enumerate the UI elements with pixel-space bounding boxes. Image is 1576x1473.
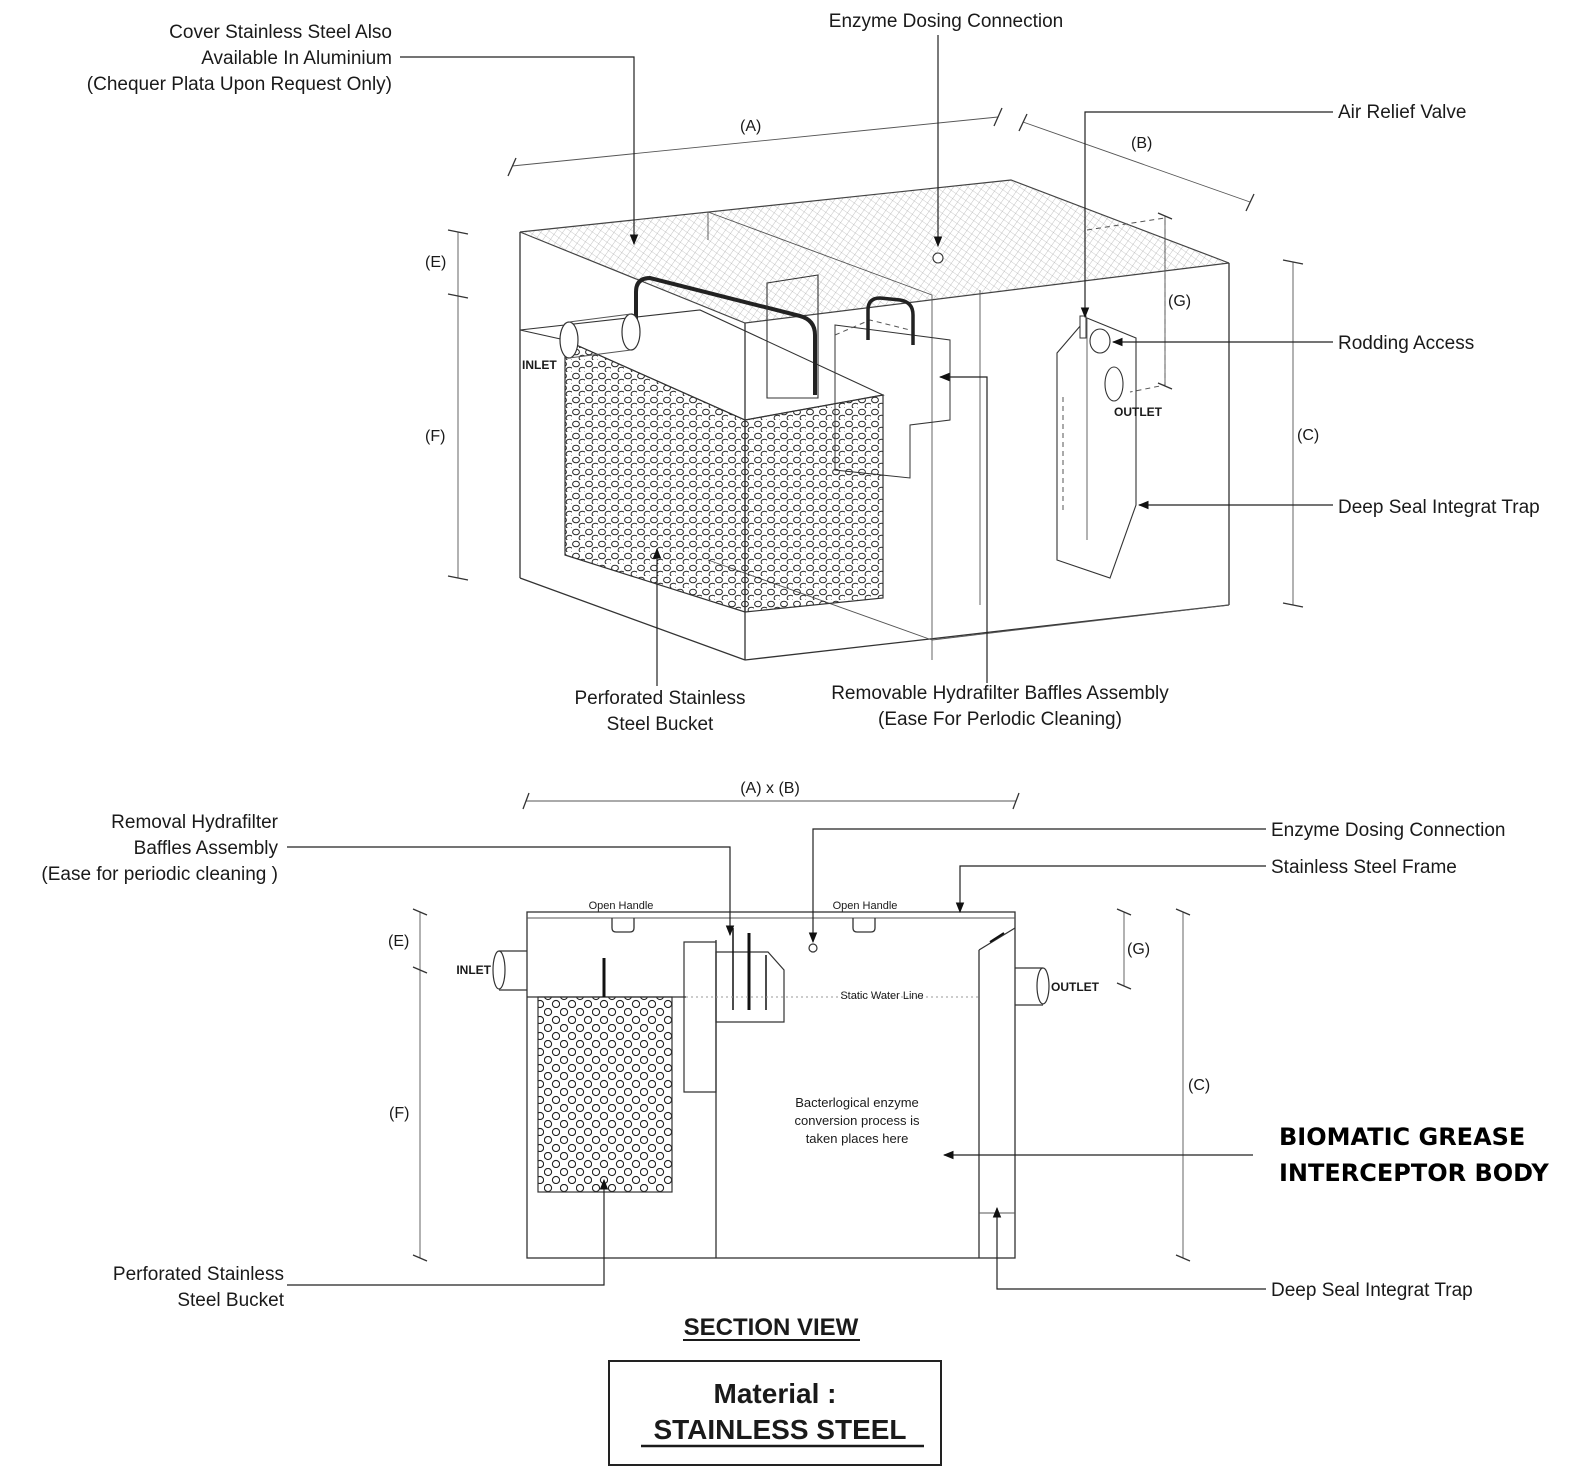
- iso-dim-a: (A): [740, 118, 761, 135]
- open-handle-2-label: Open Handle: [833, 900, 898, 912]
- cover-note-line-3: (Chequer Plata Upon Request Only): [87, 74, 392, 95]
- section-leaders: [287, 828, 1266, 1290]
- bucket-handle: [634, 275, 817, 395]
- section-bucket: [537, 996, 673, 1193]
- open-handle-1-label: Open Handle: [589, 900, 654, 912]
- section-outlet-pipe: [1015, 967, 1050, 1006]
- cover-note-line-1: Cover Stainless Steel Also: [169, 22, 392, 43]
- iso-baffles-label-2: (Ease For Perlodic Cleaning): [878, 709, 1122, 730]
- iso-bucket-label-1: Perforated Stainless: [574, 688, 745, 709]
- material-heading: Material :: [714, 1378, 837, 1409]
- section-baffle: [683, 928, 785, 1093]
- iso-inlet-label: INLET: [522, 358, 557, 372]
- iso-dimensions: [447, 107, 1304, 608]
- section-view-title: SECTION VIEW: [684, 1314, 859, 1341]
- iso-dim-b: (B): [1131, 135, 1152, 152]
- section-dim-g: (G): [1127, 941, 1150, 958]
- section-overall-dim: (A) x (B): [740, 780, 800, 797]
- iso-enzyme-dosing-label: Enzyme Dosing Connection: [829, 11, 1063, 32]
- section-bucket-label-2: Steel Bucket: [177, 1290, 284, 1311]
- section-inlet-label: INLET: [456, 963, 491, 977]
- section-view: (A) x (B) Open Handle Open Handle INLET: [41, 780, 1549, 1341]
- section-trap: [978, 927, 1016, 1258]
- iso-dim-f: (F): [425, 428, 445, 445]
- iso-inlet-pipe: [559, 321, 579, 359]
- process-note-line-1: Bacterlogical enzyme: [795, 1095, 919, 1110]
- mesh-cover: [519, 179, 1230, 324]
- section-deep-seal-trap-label: Deep Seal Integrat Trap: [1271, 1280, 1473, 1301]
- section-enzyme-dosing-label: Enzyme Dosing Connection: [1271, 820, 1505, 841]
- static-water-line-label: Static Water Line: [840, 990, 923, 1002]
- iso-bucket-label-2: Steel Bucket: [607, 714, 714, 735]
- baffle-assembly: [766, 274, 951, 479]
- cover-note-line-2: Available In Aluminium: [201, 48, 392, 69]
- section-bucket-label-1: Perforated Stainless: [113, 1264, 284, 1285]
- air-relief-valve-label: Air Relief Valve: [1338, 102, 1466, 123]
- open-handle-2: [852, 918, 876, 933]
- isometric-view: (A) (B) (C) (E) (F) (G) INLET OUTLET Cov…: [87, 11, 1540, 735]
- iso-dim-c: (C): [1297, 427, 1319, 444]
- iso-trap: [932, 217, 1166, 579]
- iso-dim-e: (E): [425, 254, 446, 271]
- rodding-access-label: Rodding Access: [1338, 333, 1474, 354]
- iso-leaders: [400, 35, 1333, 686]
- iso-dim-g: (G): [1168, 293, 1191, 310]
- section-dosing-port: [808, 943, 818, 953]
- perforated-bucket: [519, 275, 885, 613]
- section-baffles-label-2: Baffles Assembly: [134, 838, 279, 859]
- section-tank: [526, 911, 1016, 1259]
- body-title-line-2: INTERCEPTOR BODY: [1279, 1159, 1549, 1187]
- section-dim-f: (F): [389, 1105, 409, 1122]
- process-note-line-3: taken places here: [806, 1131, 909, 1146]
- material-value: STAINLESS STEEL: [653, 1414, 906, 1445]
- iso-dosing-port: [932, 252, 944, 264]
- section-baffles-label-3: (Ease for periodic cleaning ): [41, 864, 278, 885]
- open-handle-1: [611, 918, 635, 933]
- section-dimensions: [412, 908, 1191, 1262]
- iso-outlet-label: OUTLET: [1114, 405, 1163, 419]
- section-baffles-label-1: Removal Hydrafilter: [111, 812, 278, 833]
- section-dim-e: (E): [388, 933, 409, 950]
- material-box: Material : STAINLESS STEEL: [608, 1360, 942, 1466]
- iso-deep-seal-trap-label: Deep Seal Integrat Trap: [1338, 497, 1540, 518]
- process-note-line-2: conversion process is: [795, 1113, 920, 1128]
- section-dim-c: (C): [1188, 1077, 1210, 1094]
- section-inlet-pipe: [492, 950, 527, 991]
- stainless-frame-label: Stainless Steel Frame: [1271, 857, 1457, 878]
- iso-baffles-label-1: Removable Hydrafilter Baffles Assembly: [831, 683, 1169, 704]
- section-outlet-label: OUTLET: [1051, 980, 1100, 994]
- body-title-line-1: BIOMATIC GREASE: [1279, 1123, 1525, 1151]
